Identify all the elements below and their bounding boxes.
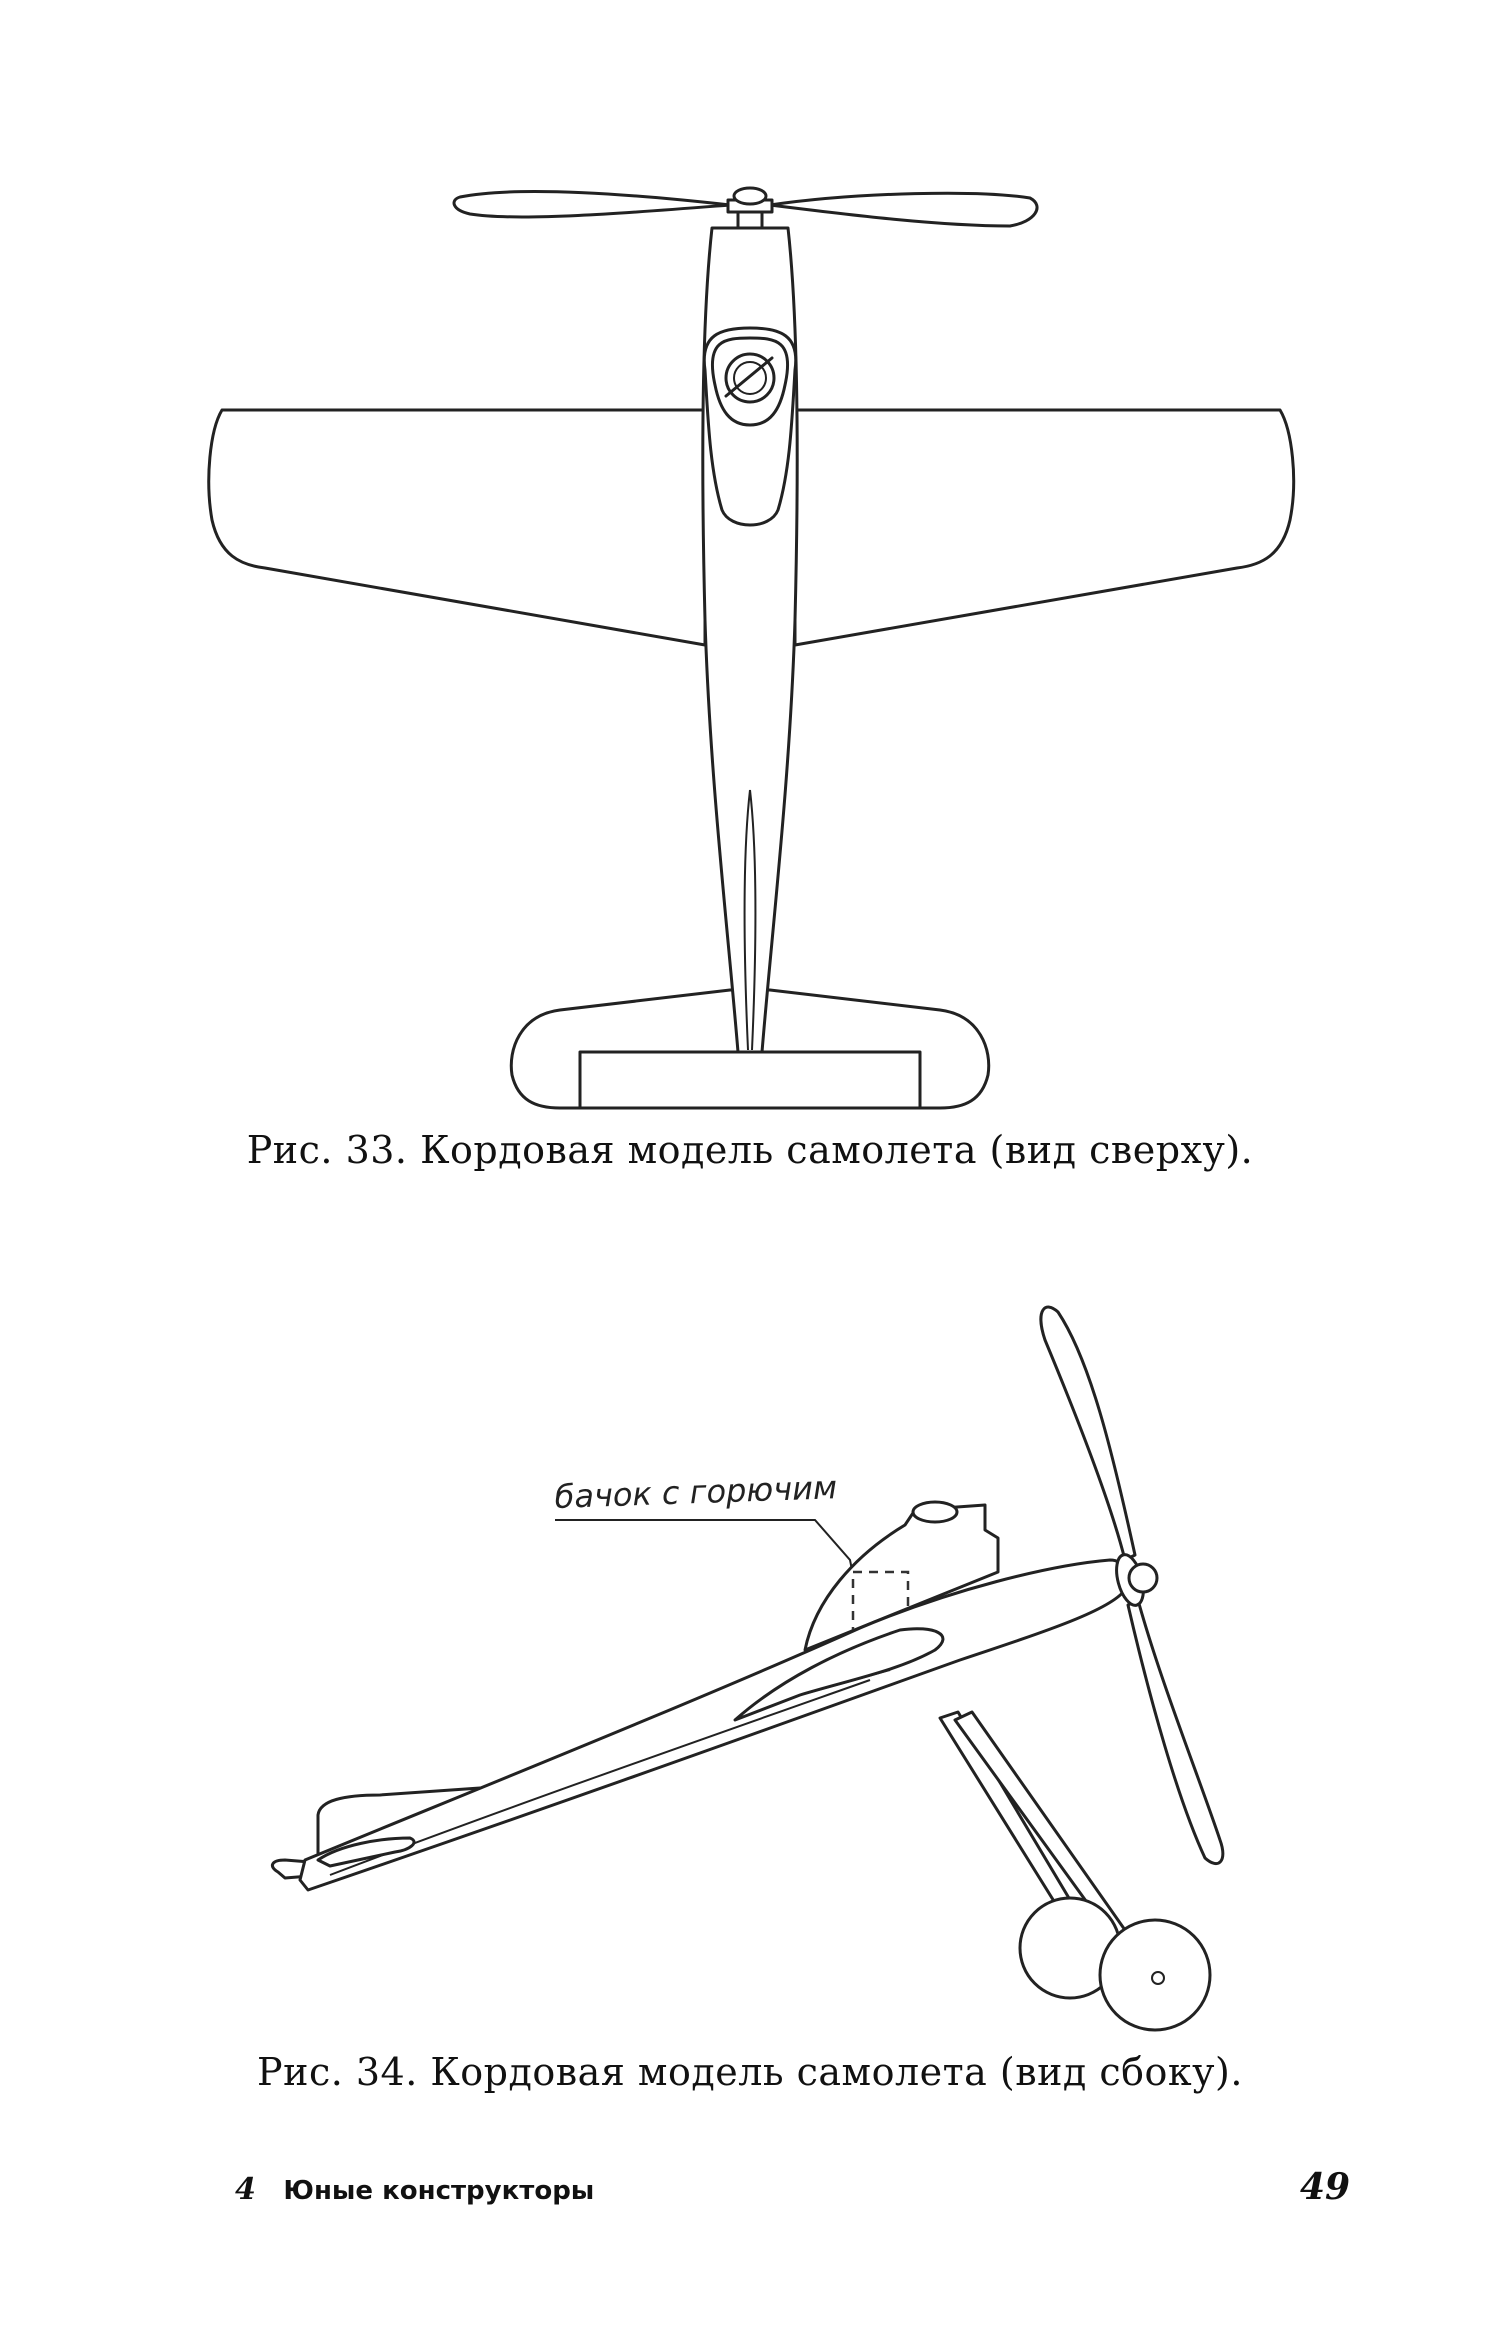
- fuel-tank-leader-line: [555, 1519, 859, 1601]
- footer-signature: 4 Юные конструкторы: [235, 2172, 594, 2207]
- landing-gear: [938, 1710, 1212, 2032]
- wheel-front: [1098, 1918, 1212, 2032]
- figure-33-caption: Рис. 33. Кордовая модель самолета (вид с…: [246, 1128, 1254, 1172]
- figure-34-caption: Рис. 34. Кордовая модель самолета (вид с…: [257, 2050, 1243, 2094]
- propeller-top: [452, 186, 1039, 230]
- canopy: [803, 1500, 1000, 1652]
- signature-mark: 4: [235, 2172, 256, 2207]
- book-title: Юные конструкторы: [283, 2176, 595, 2206]
- propeller-side: [1039, 1305, 1225, 1865]
- fuselage-side: [298, 1558, 1129, 1892]
- fuel-tank-label: бачок с горючим: [554, 1468, 838, 1516]
- figure-34-side-view: бачок с горючим: [270, 1305, 1225, 2032]
- engine-cowling: [702, 326, 798, 527]
- main-wing: [207, 408, 1296, 647]
- figure-33-top-view: [207, 186, 1296, 1110]
- page-number: 49: [1300, 2166, 1351, 2208]
